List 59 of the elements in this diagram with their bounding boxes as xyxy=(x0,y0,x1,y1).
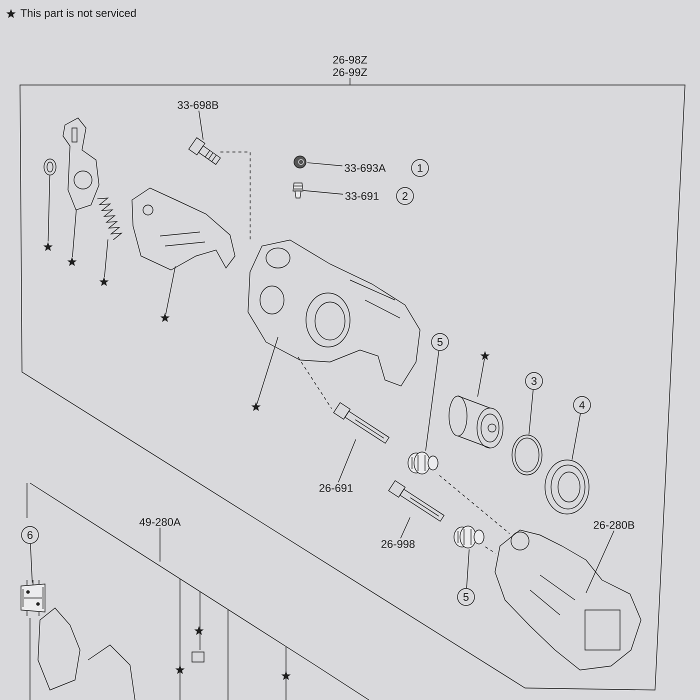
star-symbol xyxy=(160,313,170,322)
leader-line xyxy=(400,517,410,539)
leader-line xyxy=(528,389,534,435)
legend-text: This part is not serviced xyxy=(20,8,136,20)
caliper-body xyxy=(248,240,420,386)
leader-line xyxy=(165,266,176,314)
star-symbol xyxy=(67,257,77,266)
part-number: 33-693A xyxy=(344,164,386,172)
dust-seal xyxy=(544,460,590,514)
part-number: 33-698B xyxy=(178,101,218,109)
frame-outline xyxy=(26,482,316,666)
leader-line xyxy=(198,110,204,140)
leader-line xyxy=(72,209,77,258)
callout-number: 4 xyxy=(573,396,591,414)
star-symbol xyxy=(251,402,261,412)
leader-line xyxy=(586,530,614,594)
leader-line xyxy=(256,336,278,404)
part-number: 33-691 xyxy=(345,192,379,200)
leader-line xyxy=(104,239,108,278)
part-number: 26-998 xyxy=(381,540,415,548)
assembly-line xyxy=(298,356,332,409)
dust-boot xyxy=(408,452,438,474)
leader-line xyxy=(30,544,33,583)
callout-number: 3 xyxy=(525,372,543,390)
bracket xyxy=(132,188,236,270)
leader-line xyxy=(572,413,581,460)
piston xyxy=(448,396,504,448)
bleeder-screw xyxy=(292,182,304,198)
dust-boot xyxy=(454,526,484,548)
part-number: 26-691 xyxy=(319,484,353,492)
star-symbol xyxy=(43,242,53,252)
callout-number: 5 xyxy=(431,333,449,351)
leader-line xyxy=(338,439,356,483)
callout-number: 1 xyxy=(411,159,429,177)
leader-line xyxy=(466,549,470,589)
star-symbol xyxy=(99,277,109,286)
frame-outline xyxy=(20,84,686,690)
caliper-bracket xyxy=(494,530,642,670)
bolt xyxy=(188,137,221,165)
leader-line xyxy=(477,358,485,397)
callout-number: 5 xyxy=(457,588,475,606)
callout-number: 6 xyxy=(21,526,39,544)
piston-seal xyxy=(512,434,542,476)
leader-line xyxy=(303,190,344,195)
leader-line xyxy=(48,175,50,242)
shim xyxy=(20,580,46,616)
assembly-line xyxy=(439,475,510,534)
seal-ring xyxy=(44,158,56,176)
lever xyxy=(62,118,100,210)
callout-number: 2 xyxy=(396,187,414,205)
star-symbol xyxy=(480,351,490,360)
leader-line xyxy=(425,350,440,451)
part-number: 26-280B xyxy=(594,521,634,529)
cap-nut xyxy=(294,156,306,168)
part-number: 26-98Z 26-99Z xyxy=(333,56,368,76)
assembly-line xyxy=(220,152,250,242)
part-number: 49-280A xyxy=(139,518,181,526)
spring xyxy=(96,198,123,240)
leader-line xyxy=(307,162,343,166)
